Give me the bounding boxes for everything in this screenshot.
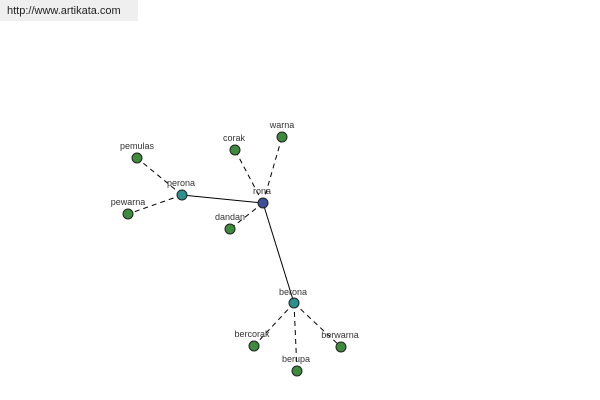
graph-edges (127, 136, 342, 372)
node-berupa[interactable]: berupa (282, 354, 310, 377)
node-label-dandan[interactable]: dandan (215, 212, 245, 222)
node-label-berwarna[interactable]: berwarna (321, 330, 359, 340)
node-warna[interactable]: warna (269, 120, 295, 143)
node-dot-berona[interactable] (288, 297, 300, 309)
node-label-warna[interactable]: warna (269, 120, 295, 130)
node-corak[interactable]: corak (223, 133, 246, 156)
node-berona[interactable]: berona (279, 287, 307, 309)
node-label-perona[interactable]: perona (167, 178, 195, 188)
node-pemulas[interactable]: pemulas (120, 141, 155, 164)
node-dot-dandan[interactable] (224, 223, 236, 235)
node-label-berupa[interactable]: berupa (282, 354, 310, 364)
site-url[interactable]: http://www.artikata.com (7, 5, 121, 17)
node-dot-corak[interactable] (229, 144, 241, 156)
edge-perona-pewarna (127, 194, 183, 215)
url-banner: http://www.artikata.com (0, 0, 138, 21)
edge-rona-dandan (229, 202, 264, 230)
node-dot-rona[interactable] (257, 197, 269, 209)
node-berwarna[interactable]: berwarna (321, 330, 359, 353)
node-dot-bercorak[interactable] (248, 340, 260, 352)
node-dot-berwarna[interactable] (335, 341, 347, 353)
node-label-bercorak[interactable]: bercorak (234, 329, 270, 339)
node-perona[interactable]: perona (167, 178, 195, 201)
edge-rona-corak (234, 149, 264, 204)
edge-berona-berwarna (293, 302, 342, 348)
node-dot-warna[interactable] (276, 131, 288, 143)
edge-rona-warna (262, 136, 283, 204)
edge-rona-berona (262, 202, 295, 304)
node-dot-perona[interactable] (176, 189, 188, 201)
node-dandan[interactable]: dandan (215, 212, 245, 235)
node-label-rona[interactable]: rona (253, 186, 271, 196)
node-label-pemulas[interactable]: pemulas (120, 141, 155, 151)
graph-nodes: rona perona berona pemulas pewarna corak warna… (111, 120, 359, 377)
edge-rona-perona (181, 194, 264, 204)
node-label-corak[interactable]: corak (223, 133, 246, 143)
node-dot-berupa[interactable] (291, 365, 303, 377)
node-label-berona[interactable]: berona (279, 287, 307, 297)
node-dot-pemulas[interactable] (131, 152, 143, 164)
node-label-pewarna[interactable]: pewarna (111, 197, 146, 207)
node-rona[interactable]: rona (253, 186, 271, 209)
edge-berona-bercorak (253, 302, 295, 347)
node-dot-pewarna[interactable] (122, 208, 134, 220)
edge-berona-berupa (293, 302, 298, 372)
edge-perona-pemulas (136, 157, 183, 196)
node-bercorak[interactable]: bercorak (234, 329, 270, 352)
node-pewarna[interactable]: pewarna (111, 197, 146, 220)
